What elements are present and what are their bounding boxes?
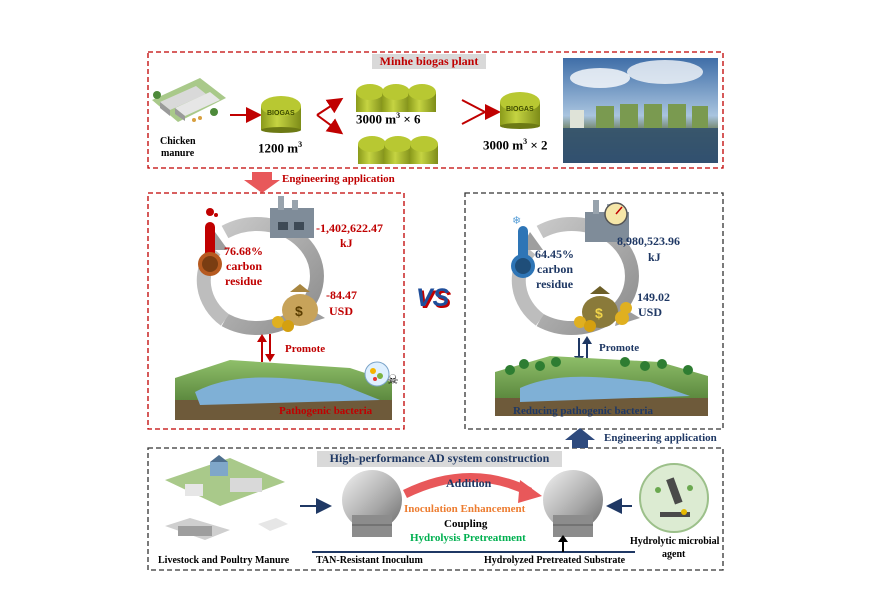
agent-label-line2: agent [662,549,686,560]
tanks-lower-row [358,136,438,164]
factory-icon-left [270,196,314,238]
inoculation-label: Inoculation Enhancement [404,503,526,515]
left-energy-unit: kJ [340,236,353,250]
engineering-application-bottom: Engineering application [604,432,717,444]
chicken-label-line2: manure [161,148,195,159]
money-bag-icon-left: $ [272,284,318,332]
bottom-panel-title: High-performance AD system construction [329,451,550,465]
svg-text:$: $ [295,303,303,319]
money-bag-icon-right: $ [574,286,632,332]
addition-label: Addition [446,476,492,490]
right-residue-word: residue [536,277,574,291]
biogas-plant-photo [563,58,718,163]
right-cost-unit: USD [638,305,663,319]
tank-text-2: BIOGAS [506,106,534,113]
tank-3000x6-label: 3000 m3 × 6 [356,111,421,127]
substrate-digester [543,470,603,537]
left-pathogen-label: Pathogenic bacteria [279,405,373,417]
tank-3000x6-suffix: × 6 [400,111,421,127]
right-pathogen-label: Reducing pathogenic bacteria [513,405,653,417]
livestock-label: Livestock and Poultry Manure [158,555,290,566]
tank-1200 [261,96,301,133]
top-panel-title: Minhe biogas plant [379,54,479,68]
coupling-label: Coupling [444,518,488,530]
right-cost-value: 149.02 [637,290,670,304]
top-panel-border [147,51,724,169]
tank-1200-sup: 3 [298,140,303,149]
bottom-title-bg [317,451,562,467]
bottom-panel-border [147,447,724,571]
right-energy-unit: kJ [648,250,661,264]
chicken-farm-illustration [152,78,226,122]
factory-icon-right [585,200,629,242]
tank-3000x2-label: 3000 m3 × 2 [483,137,548,153]
right-carbon-pct: 64.45% [535,247,574,261]
agent-label-line1: Hydrolytic microbial [630,536,720,547]
engineering-application-top: Engineering application [282,173,395,185]
livestock-illustration [165,455,288,540]
tank-1200-text: 1200 m [258,140,299,156]
vs-label: VS [416,284,450,312]
promote-arrows-left [257,334,275,362]
hydrolysis-label: Hydrolysis Pretreatment [410,532,526,544]
tanks-upper-row [356,84,436,112]
tank-1200-label: 1200 m3 [258,140,302,156]
tank-3000x2-sup: 3 [523,137,528,146]
left-residue-word: residue [225,274,263,288]
right-carbon-word: carbon [537,262,573,276]
top-title-bg [372,54,486,69]
chicken-label-line1: Chicken [160,136,196,147]
addition-arrow [403,473,533,499]
right-energy-value: 8,980,523.96 [617,234,680,248]
left-carbon-word: carbon [226,259,262,273]
tank-3000x6-text: 3000 m [356,111,397,127]
hot-thermometer-icon [198,208,222,276]
up-chevron-icon [565,428,595,448]
left-landscape: ☠ [175,360,399,420]
svg-text:☠: ☠ [387,373,399,388]
hydrolyzed-label: Hydrolyzed Pretreated Substrate [484,555,626,566]
left-cost-unit: USD [329,304,354,318]
tank-3000x2-suffix: × 2 [527,137,548,153]
down-chevron-icon [244,172,280,193]
right-promote-label: Promote [599,342,640,354]
svg-text:$: $ [595,305,603,321]
inoculum-digester [342,470,402,537]
tan-inoculum-label: TAN-Resistant Inoculum [316,555,423,566]
svg-text:❄: ❄ [512,214,521,227]
tank-3000x2 [500,92,540,129]
left-carbon-pct: 76.68% [224,244,263,258]
left-panel-border [147,192,405,430]
tank-3000x2-text: 3000 m [483,137,524,153]
cold-thermometer-icon: ❄ [511,214,535,278]
right-panel-border [464,192,724,430]
right-landscape [495,356,708,416]
left-cost-value: -84.47 [326,288,357,302]
tank-text-1: BIOGAS [267,110,295,117]
left-promote-label: Promote [285,343,326,355]
left-energy-value: -1,402,622.47 [316,221,383,235]
tank-3000x6-sup: 3 [396,111,401,120]
microscope-sphere-icon [639,463,709,533]
